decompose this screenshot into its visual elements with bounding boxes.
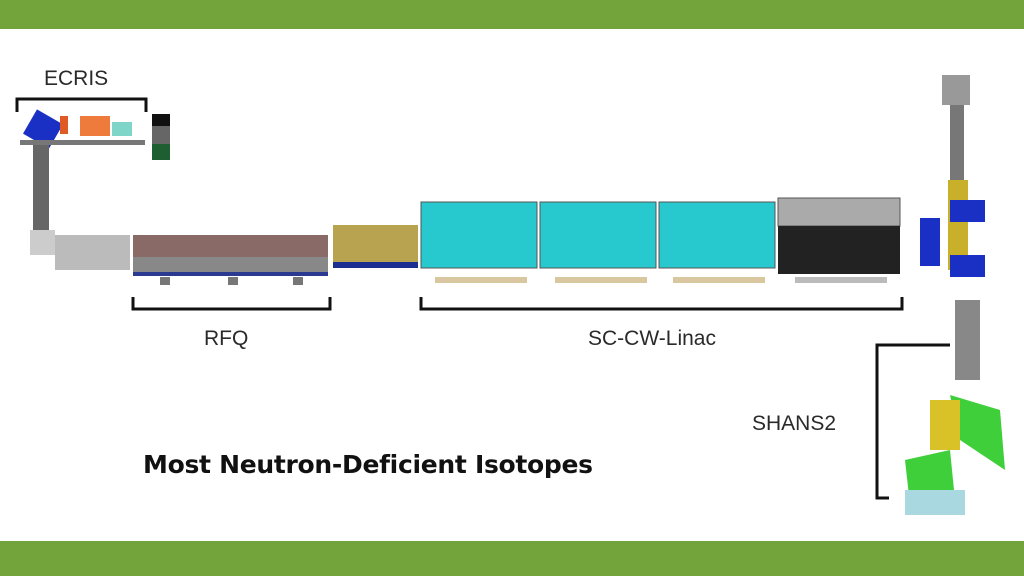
brackets: [15, 97, 950, 500]
shans2-bracket: [875, 343, 950, 500]
bottom-banner: [0, 541, 1024, 576]
ecris-bracket: [15, 97, 148, 112]
lebt: [55, 235, 130, 270]
rfq-module: [133, 235, 328, 285]
rfq-label: RFQ: [204, 327, 249, 350]
linac-label: SC-CW-Linac: [588, 327, 716, 350]
ecris-source: [20, 109, 170, 255]
linac-bracket: [419, 297, 904, 311]
caption-title: Most Neutron-Deficient Isotopes: [143, 450, 593, 479]
ecris-label: ECRIS: [44, 67, 109, 90]
mebt: [333, 225, 418, 268]
rfq-bracket: [131, 297, 332, 311]
linac-cryomodules: [420, 197, 901, 283]
top-banner: [0, 0, 1024, 29]
shans2-label: SHANS2: [752, 412, 837, 435]
beamline-right: [905, 75, 1005, 515]
